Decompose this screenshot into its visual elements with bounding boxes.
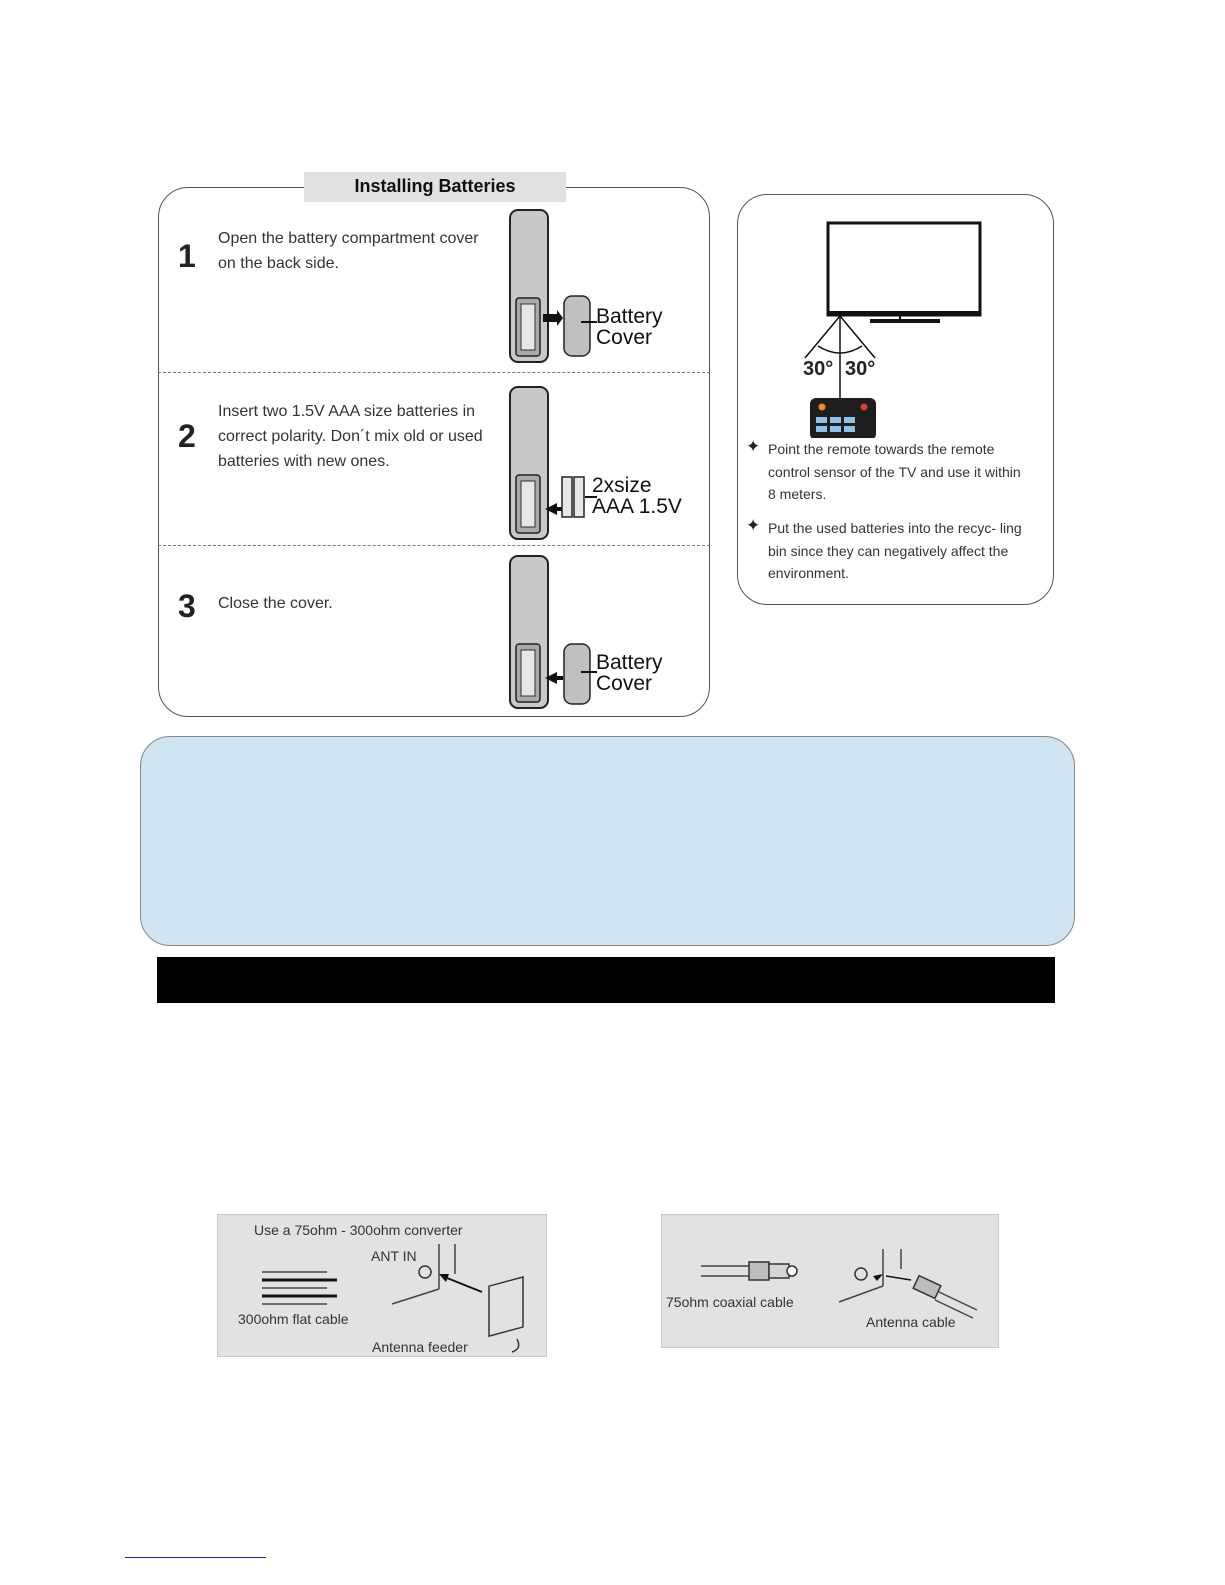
step-divider — [158, 372, 710, 373]
remote-close-cover-illustration — [509, 555, 597, 709]
antenna-75ohm-panel — [661, 1214, 999, 1348]
step-3-text: Close the cover. — [218, 595, 333, 612]
right-angle-label: 30° — [845, 358, 876, 380]
flat-cable-connection-illustration — [262, 1244, 524, 1353]
section-header-bar — [157, 957, 1055, 1003]
remote-usage-panel — [737, 194, 1054, 605]
four-point-star-icon: ✦ — [746, 437, 761, 456]
converter-label: Use a 75ohm - 300ohm converter — [254, 1222, 463, 1238]
step-2-number: 2 — [178, 418, 196, 454]
note-bullet-1: Point the remote towards the remote cont… — [768, 441, 1021, 502]
ant-in-label: ANT IN — [371, 1248, 417, 1264]
step-3-number: 3 — [178, 588, 196, 624]
footnote-rule — [125, 1557, 266, 1558]
coaxial-cable-label: 75ohm coaxial cable — [666, 1294, 794, 1310]
note-bullet-2: Put the used batteries into the recyc- l… — [768, 520, 1022, 581]
antenna-feeder-label: Antenna feeder — [372, 1339, 468, 1355]
flat-cable-label: 300ohm flat cable — [238, 1311, 349, 1327]
coaxial-connection-illustration — [701, 1249, 978, 1319]
step-1-number: 1 — [178, 238, 196, 274]
remote-open-cover-illustration — [509, 209, 597, 363]
antenna-cable-label: Antenna cable — [866, 1314, 956, 1330]
step-1-text: Open the battery compartment cover on th… — [218, 230, 479, 272]
tv-remote-angle-illustration — [804, 221, 982, 438]
installing-batteries-title: Installing Batteries — [304, 172, 566, 202]
four-point-star-icon: ✦ — [746, 516, 761, 535]
note-box — [140, 736, 1075, 946]
step-divider — [158, 545, 710, 546]
remote-insert-batteries-illustration — [509, 386, 597, 540]
left-angle-label: 30° — [803, 358, 834, 380]
step-2-text: Insert two 1.5V AAA size batteries in co… — [218, 403, 483, 470]
